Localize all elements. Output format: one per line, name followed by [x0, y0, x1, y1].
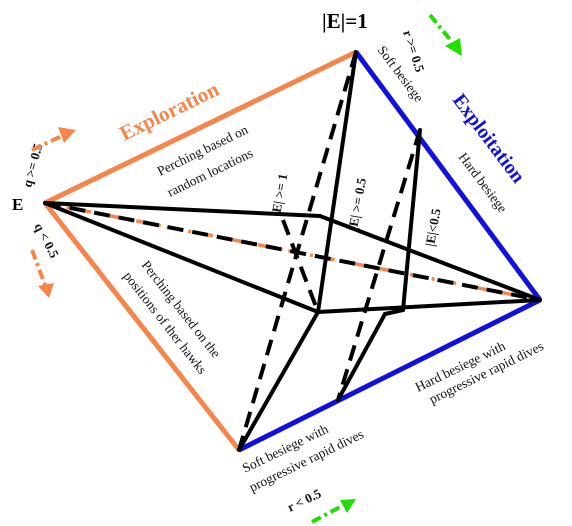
exploration-edge-bottom	[43, 201, 241, 452]
exploitation-edge-top	[353, 50, 543, 302]
e-ge-05-label: |E| >= 0.5	[345, 176, 369, 230]
exploitation-title: Exploitation	[448, 90, 529, 188]
left-vertex-label: E	[12, 195, 23, 214]
exploration-title: Exploration	[116, 77, 223, 146]
top-vertex-label: |E|=1	[322, 9, 368, 33]
q-down-arrow	[30, 249, 54, 298]
solid-lines	[43, 50, 542, 452]
e-ge-1-label: |E| >= 1	[268, 172, 290, 216]
r-lt-label: r < 0.5	[285, 485, 324, 514]
e-lt-05-label: |E|<0.5	[422, 207, 443, 248]
r-up-arrow	[428, 13, 462, 56]
exploitation-edge-bottom	[237, 297, 542, 453]
q-up-arrow	[31, 127, 76, 152]
dashed-lines	[44, 51, 541, 451]
exploration-edge-top	[43, 49, 358, 206]
q-lt-label: q < 0.5	[31, 220, 62, 260]
r-down-arrow	[311, 499, 356, 524]
